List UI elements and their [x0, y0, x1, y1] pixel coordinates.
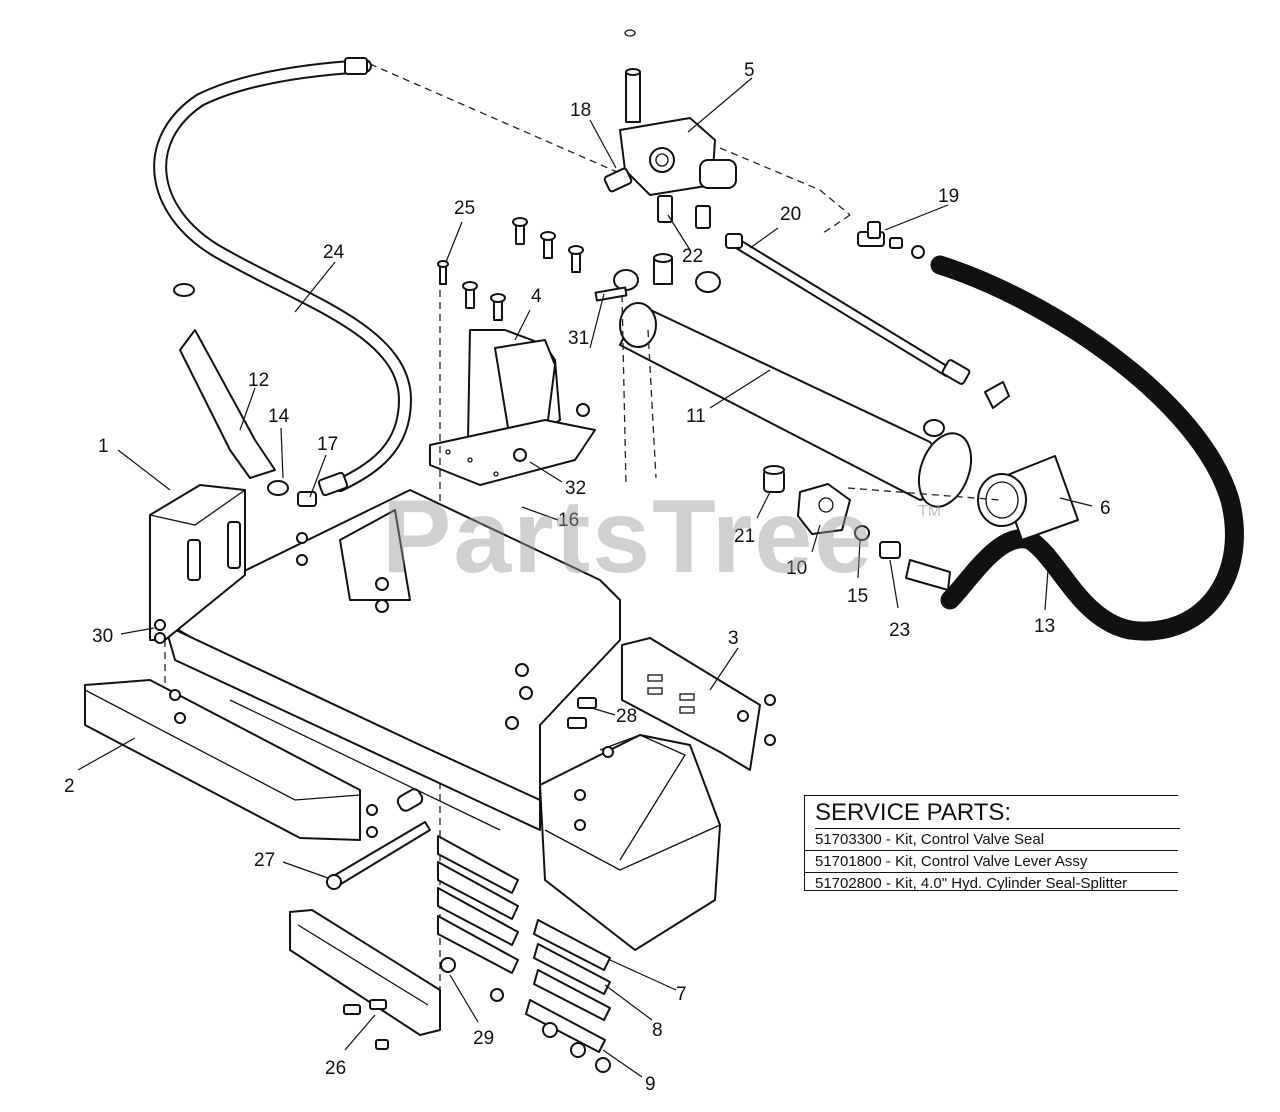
tube-20	[725, 233, 1010, 409]
bracket-3	[621, 637, 776, 771]
service-parts-title: SERVICE PARTS:	[815, 798, 1180, 829]
wedge-4	[429, 329, 596, 486]
callout-24: 24	[323, 242, 345, 263]
fitting-21	[763, 465, 785, 493]
fitting-22	[657, 195, 711, 229]
callout-labels: 1 2 3 4 5 6 7 8 9 10 11 12 13 14 15 16 1…	[64, 60, 1111, 1095]
callout-27: 27	[254, 850, 275, 871]
callout-18: 18	[570, 100, 591, 121]
callout-10: 10	[786, 558, 807, 579]
pin-31	[576, 286, 628, 417]
bolts-28	[567, 697, 597, 729]
callout-4: 4	[531, 286, 542, 307]
control-valve-5	[619, 29, 737, 196]
callout-9: 9	[645, 1074, 656, 1095]
watermark-trademark: TM	[918, 503, 942, 520]
log-tray	[539, 734, 721, 951]
rod-27	[326, 788, 431, 890]
callout-3: 3	[728, 628, 739, 649]
fitting-19	[857, 221, 925, 259]
spiral-hose-13	[930, 255, 1244, 641]
callout-25: 25	[454, 198, 475, 219]
callout-31: 31	[568, 328, 589, 349]
plates-7-9	[437, 835, 611, 1073]
main-beam	[164, 489, 621, 831]
end-cap-6	[977, 455, 1079, 541]
hose-24	[153, 57, 413, 497]
callout-6: 6	[1100, 498, 1111, 519]
callout-15: 15	[847, 586, 868, 607]
valve-10	[797, 483, 851, 535]
callout-1: 1	[98, 436, 109, 457]
bracket-1	[149, 484, 246, 644]
carriage-bolts	[437, 217, 584, 321]
service-part-line: 51701800 - Kit, Control Valve Lever Assy	[805, 851, 1178, 873]
callout-23: 23	[889, 620, 910, 641]
callout-2: 2	[64, 776, 75, 797]
cylinder-11	[613, 253, 973, 508]
callout-5: 5	[744, 60, 755, 81]
callout-21: 21	[734, 526, 755, 547]
callout-28: 28	[616, 706, 637, 727]
callout-8: 8	[652, 1020, 663, 1041]
foot-2	[84, 679, 378, 841]
callout-16: 16	[558, 510, 579, 531]
callout-19: 19	[938, 186, 959, 207]
fitting-18	[603, 167, 633, 193]
bracket-26	[289, 909, 441, 1050]
callout-30: 30	[92, 626, 113, 647]
callout-29: 29	[473, 1028, 494, 1049]
leader-lines	[77, 77, 1093, 1078]
callout-14: 14	[268, 406, 290, 427]
service-parts-box: SERVICE PARTS: 51703300 - Kit, Control V…	[804, 795, 1180, 892]
clamp-15	[854, 525, 870, 541]
callout-22: 22	[682, 246, 703, 267]
callout-7: 7	[676, 984, 687, 1005]
callout-32: 32	[565, 478, 586, 499]
callout-26: 26	[325, 1058, 346, 1079]
callout-12: 12	[248, 370, 269, 391]
service-part-line: 51703300 - Kit, Control Valve Seal	[805, 829, 1178, 851]
callout-11: 11	[686, 406, 706, 427]
service-part-line: 51702800 - Kit, 4.0" Hyd. Cylinder Seal-…	[815, 875, 1128, 892]
hose-12	[173, 283, 317, 507]
fitting-23	[879, 541, 951, 591]
callout-17: 17	[317, 434, 338, 455]
callout-13: 13	[1034, 616, 1055, 637]
callout-20: 20	[780, 204, 801, 225]
